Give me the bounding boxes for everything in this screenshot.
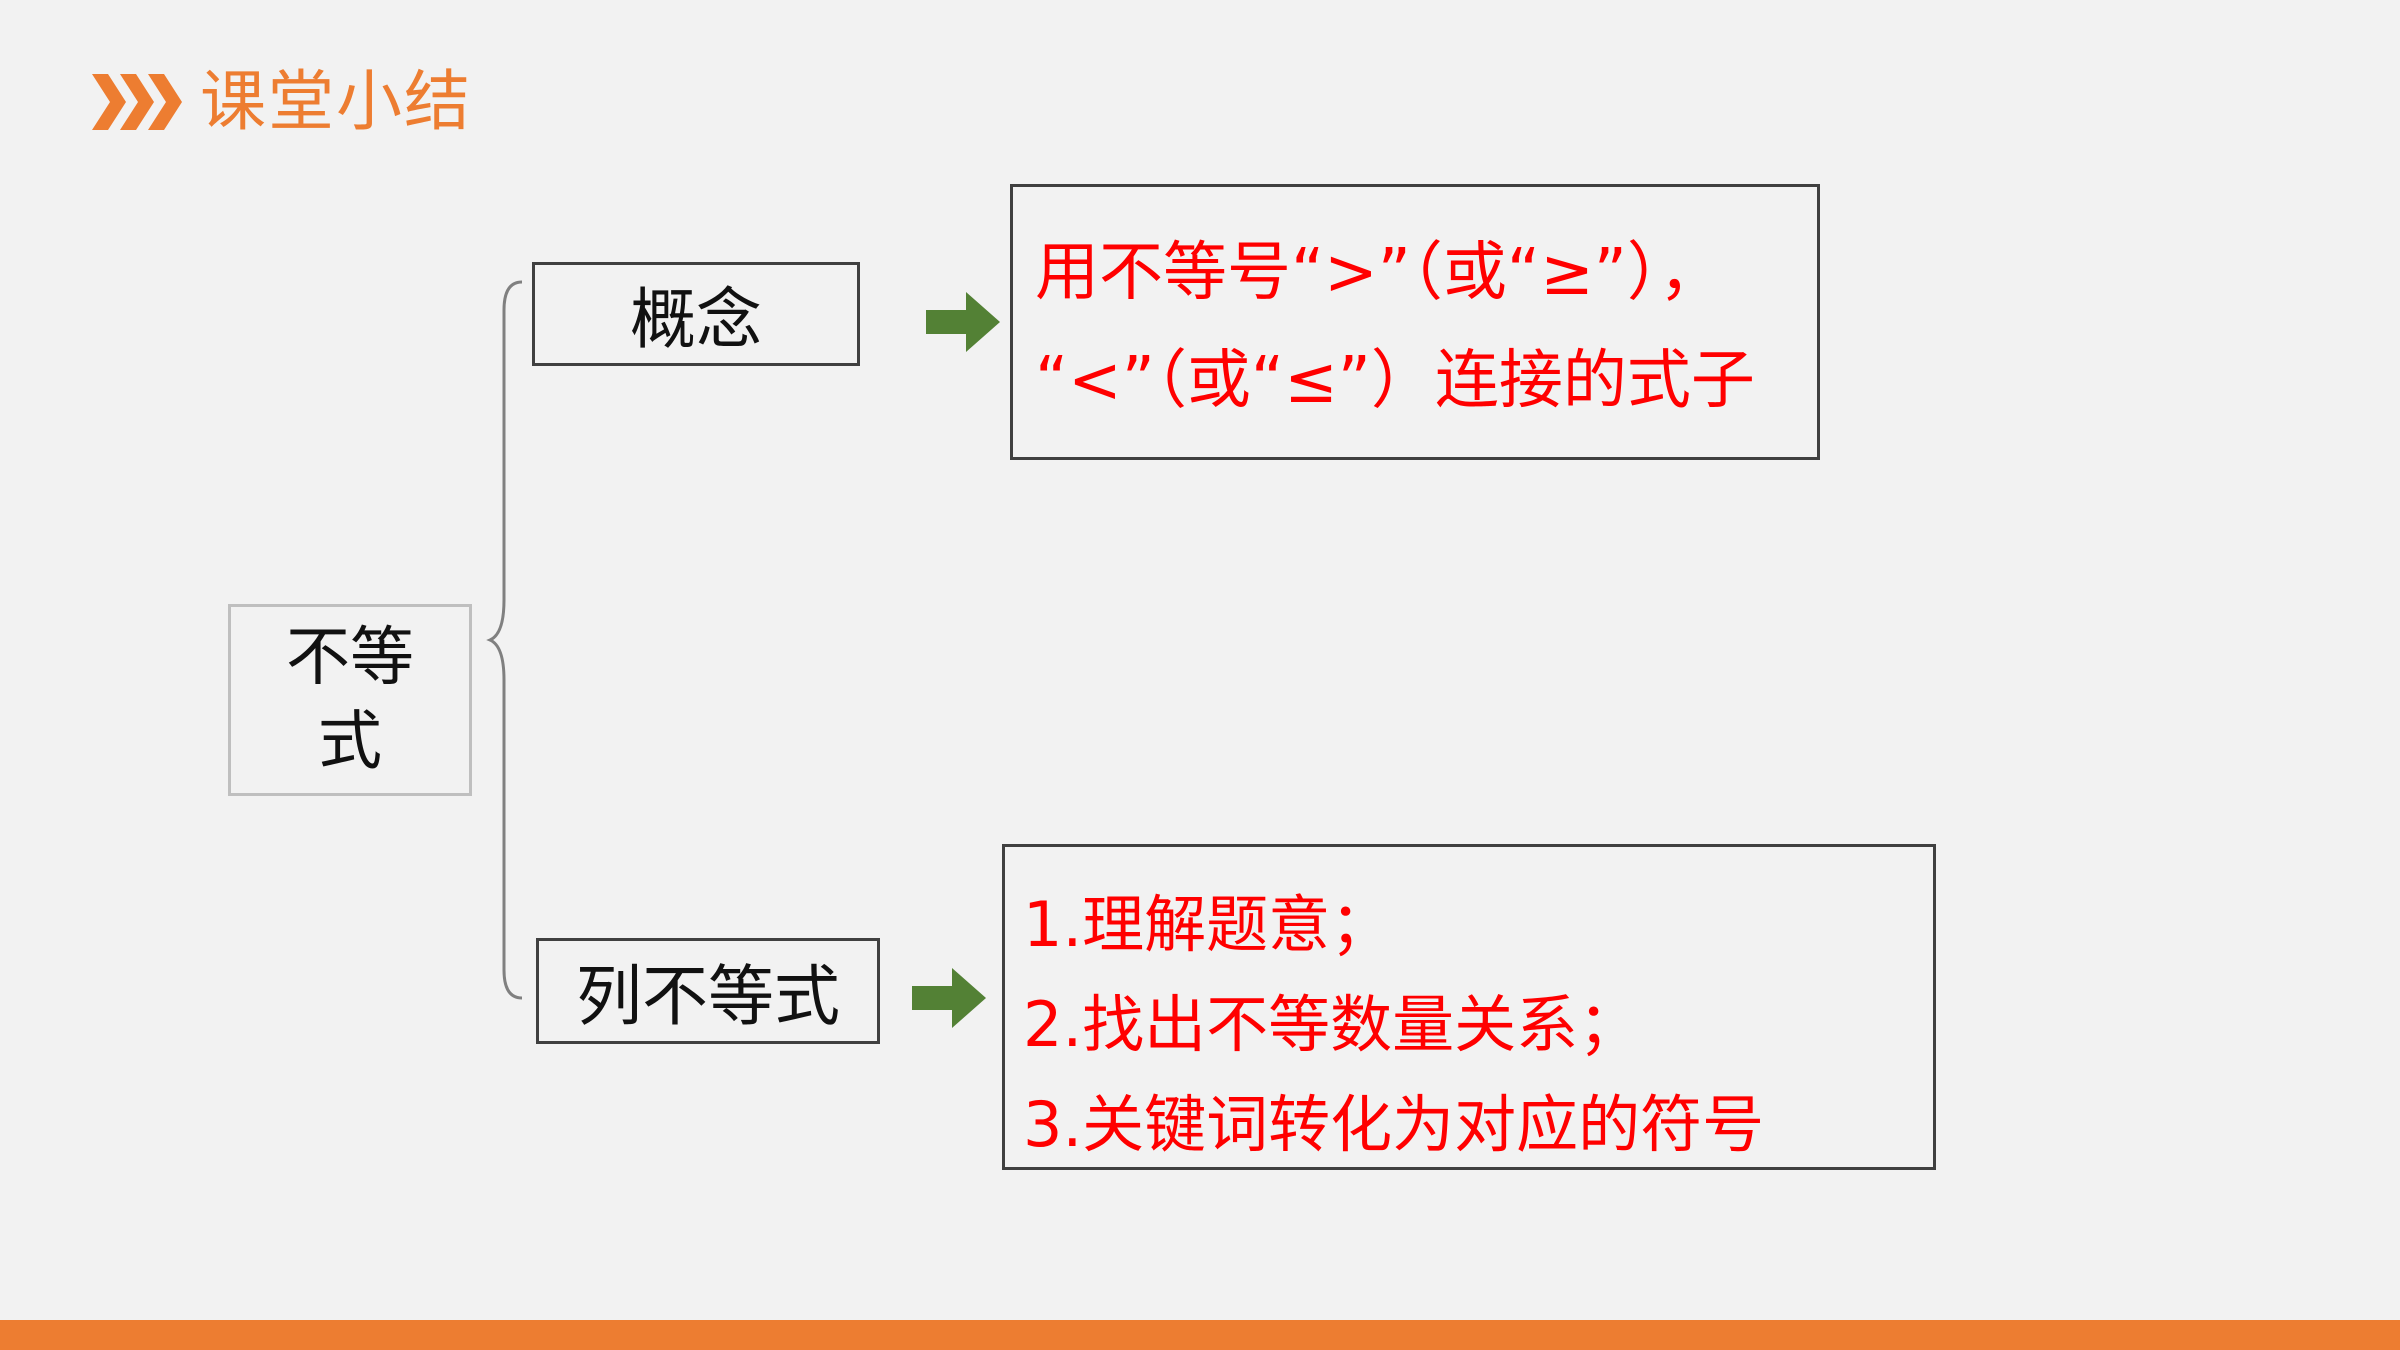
step-item-1: 1.理解题意； (1023, 888, 1393, 961)
root-node-label: 不等式 (286, 621, 414, 779)
list-inequality-node-box: 列不等式 (536, 938, 880, 1044)
arrow-right-icon (912, 968, 986, 1028)
list-inequality-node-label: 列不等式 (576, 958, 840, 1035)
concept-node-label: 概念 (630, 281, 762, 358)
step-item-3: 3.关键词转化为对应的符号 (1023, 1088, 1765, 1161)
step-item-2: 2.找出不等数量关系； (1023, 988, 1641, 1061)
arrow-right-icon (926, 292, 1000, 352)
concept-node-box: 概念 (532, 262, 860, 366)
concept-definition-box: 用不等号“>”（或“≥”）， “<”（或“≤”）连接的式子 (1010, 184, 1820, 460)
triple-chevron-icon (92, 74, 182, 130)
slide-header: 课堂小结 (92, 52, 472, 152)
root-node-box: 不等式 (228, 604, 472, 796)
steps-box: 1.理解题意； 2.找出不等数量关系； 3.关键词转化为对应的符号 (1002, 844, 1936, 1170)
bottom-accent-bar (0, 1320, 2400, 1350)
curly-brace (486, 280, 523, 1000)
slide-title: 课堂小结 (200, 63, 472, 140)
definition-line-1: 用不等号“>”（或“≥”）， (1035, 236, 1723, 310)
definition-line-2: “<”（或“≤”）连接的式子 (1035, 344, 1755, 418)
